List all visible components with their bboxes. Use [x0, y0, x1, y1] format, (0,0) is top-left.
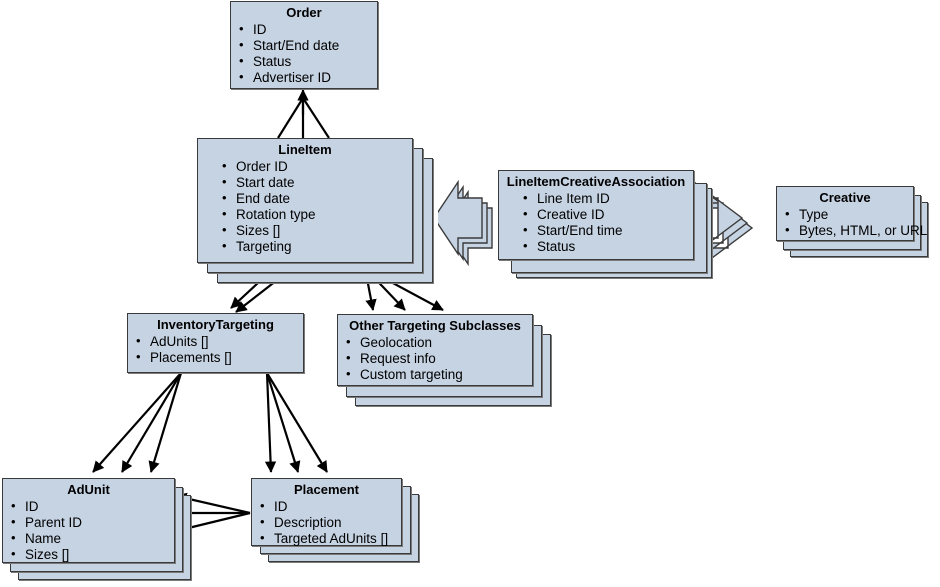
field: ID [237, 21, 373, 38]
field: Order ID [220, 158, 408, 175]
entity-lineitemcreativeassociation[interactable]: LineItemCreativeAssociation Line Item ID… [498, 170, 694, 260]
entity-placement-title: Placement [293, 482, 360, 497]
field: Targeting [220, 238, 408, 255]
field: Bytes, HTML, or URL [783, 222, 927, 239]
entity-othertargeting-title: Other Targeting Subclasses [349, 318, 521, 333]
field: Custom targeting [344, 366, 528, 383]
field: ID [9, 498, 170, 515]
field: Name [9, 530, 170, 547]
edge-inventorytargeting-adunit [92, 372, 183, 473]
entity-placement-fields: ID Description Targeted AdUnits [] [252, 498, 401, 551]
entity-lica-fields: Line Item ID Creative ID Start/End time … [499, 190, 693, 259]
field: Rotation type [220, 206, 408, 223]
entity-adunit-title: AdUnit [67, 482, 110, 497]
entity-creative[interactable]: Creative Type Bytes, HTML, or URL [776, 186, 927, 243]
entity-order-title: Order [286, 5, 322, 20]
field: ID [258, 498, 397, 515]
entity-adunit-fields: ID Parent ID Name Sizes [] [3, 498, 174, 567]
field: Description [258, 514, 397, 531]
entity-othertargetingsubclasses[interactable]: Other Targeting Subclasses Geolocation R… [337, 314, 533, 386]
edge-lineitem-order [277, 89, 330, 139]
field: Start/End time [521, 222, 689, 239]
field: Geolocation [344, 334, 528, 351]
association-arrow-left [438, 168, 516, 268]
entity-inventorytargeting[interactable]: InventoryTargeting AdUnits [] Placements… [127, 313, 304, 373]
field: Type [783, 206, 909, 223]
entity-creative-title: Creative [819, 190, 871, 205]
entity-order-fields: ID Start/End date Status Advertiser ID [231, 21, 377, 90]
field: Targeted AdUnits [] [258, 530, 397, 547]
field: Sizes [] [220, 222, 408, 239]
field: Start date [220, 174, 408, 191]
field: End date [220, 190, 408, 207]
entity-placement[interactable]: Placement ID Description Targeted AdUnit… [251, 478, 402, 546]
field: Line Item ID [521, 190, 689, 207]
entity-creative-fields: Type Bytes, HTML, or URL [777, 206, 927, 243]
entity-lica-title: LineItemCreativeAssociation [506, 174, 686, 189]
entity-othertargeting-fields: Geolocation Request info Custom targetin… [338, 334, 532, 387]
field: Advertiser ID [237, 69, 373, 86]
field: Request info [344, 350, 528, 367]
entity-inventorytargeting-fields: AdUnits [] Placements [] [128, 333, 303, 370]
field: Start/End date [237, 37, 373, 54]
entity-lineitem-title: LineItem [278, 142, 332, 157]
entity-order[interactable]: Order ID Start/End date Status Advertise… [230, 1, 378, 89]
field: Status [237, 53, 373, 70]
field: Parent ID [9, 514, 170, 531]
field: Status [521, 238, 689, 255]
field: AdUnits [] [134, 333, 299, 350]
entity-lineitem[interactable]: LineItem Order ID Start date End date Ro… [197, 138, 413, 263]
entity-lineitem-fields: Order ID Start date End date Rotation ty… [198, 158, 412, 259]
field: Sizes [] [9, 546, 170, 563]
field: Placements [] [134, 349, 299, 366]
edge-inventorytargeting-placement [264, 372, 328, 473]
field: Creative ID [521, 206, 689, 223]
entity-inventorytargeting-title: InventoryTargeting [157, 317, 274, 332]
entity-adunit[interactable]: AdUnit ID Parent ID Name Sizes [] [2, 478, 175, 563]
